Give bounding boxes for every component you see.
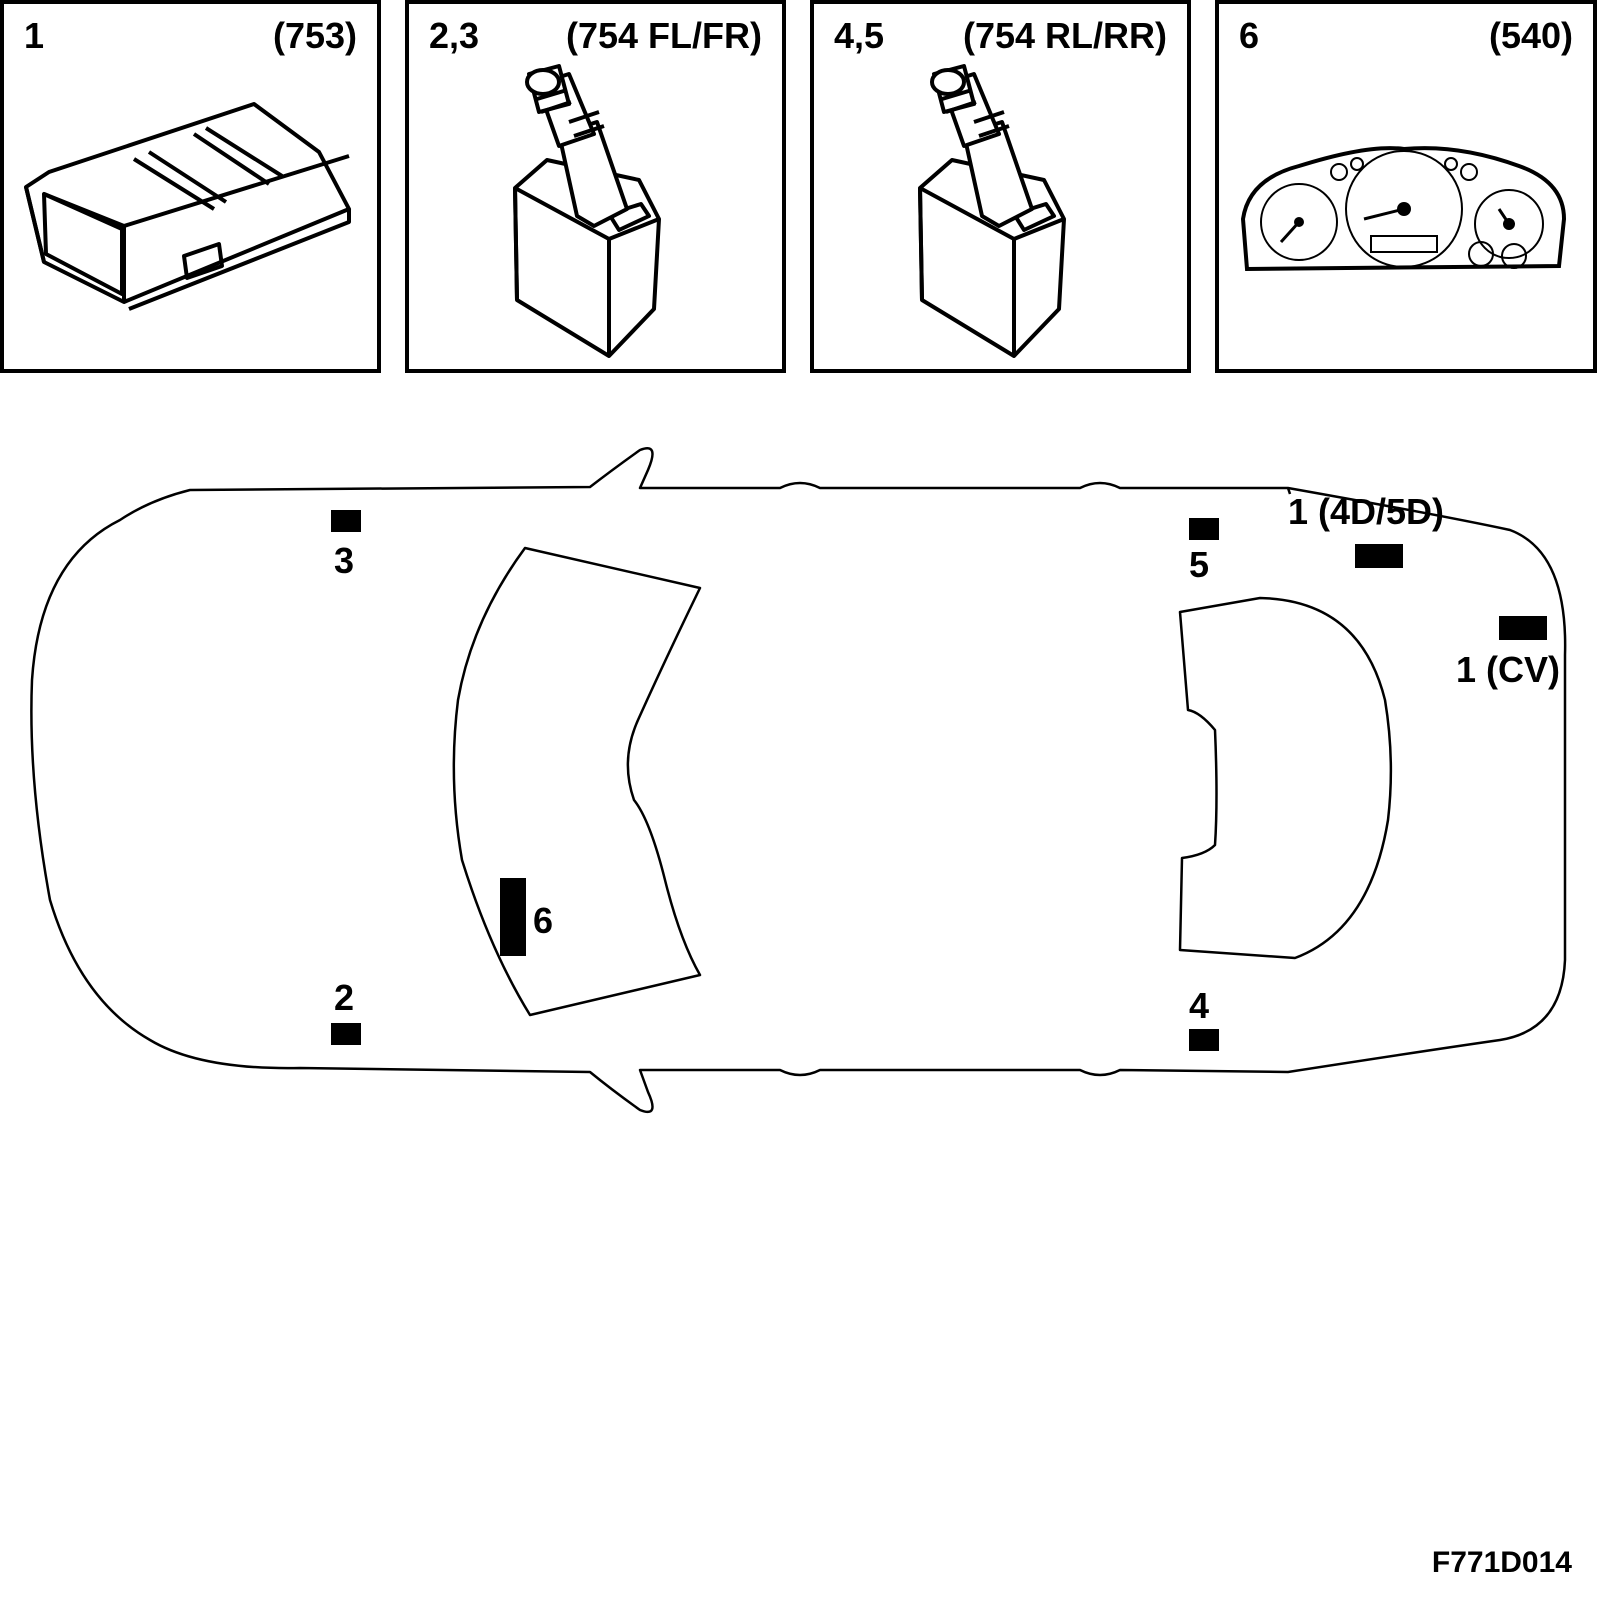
marker-front-right-sensor <box>331 510 361 532</box>
label-front-right-sensor: 3 <box>334 540 355 581</box>
panel-number: 1 <box>24 15 45 56</box>
windshield <box>452 546 702 1017</box>
marker-instrument-cluster <box>500 878 526 956</box>
label-rear-left-sensor: 4 <box>1189 985 1210 1026</box>
label-module-sedan: 1 (4D/5D) <box>1288 491 1445 532</box>
panel-number: 4,5 <box>834 15 885 56</box>
label-rear-right-sensor: 5 <box>1189 544 1210 585</box>
marker-rear-right-sensor <box>1189 518 1219 540</box>
panel-number: 6 <box>1239 15 1260 56</box>
panel-code: (540) <box>1488 15 1573 56</box>
tire-pressure-sensor-icon <box>918 64 1066 358</box>
label-front-left-sensor: 2 <box>334 977 355 1018</box>
figure-code: F771D014 <box>1431 1546 1572 1579</box>
instrument-cluster-icon <box>1240 146 1567 272</box>
marker-front-left-sensor <box>331 1023 361 1045</box>
panel-sensor-rear: 4,5 (754 RL/RR) <box>810 0 1191 373</box>
panel-sensor-front: 2,3 (754 FL/FR) <box>405 0 786 373</box>
panel-code: (753) <box>272 15 357 56</box>
label-instrument-cluster: 6 <box>533 900 554 941</box>
label-module-wagon: 1 (CV) <box>1456 649 1561 690</box>
marker-rear-left-sensor <box>1189 1029 1219 1051</box>
panel-code: (754 FL/FR) <box>565 15 762 56</box>
car-body <box>30 447 1567 1114</box>
marker-module-sedan <box>1355 544 1403 568</box>
panel-code: (754 RL/RR) <box>962 15 1167 56</box>
tire-pressure-sensor-icon <box>513 64 661 358</box>
panel-number: 2,3 <box>429 15 480 56</box>
rear-window <box>1178 596 1393 960</box>
panel-instrument-cluster: 6 (540) <box>1215 0 1597 373</box>
panel-control-module: 1 (753) <box>0 0 381 373</box>
marker-module-wagon <box>1499 616 1547 640</box>
control-module-icon <box>24 102 351 311</box>
